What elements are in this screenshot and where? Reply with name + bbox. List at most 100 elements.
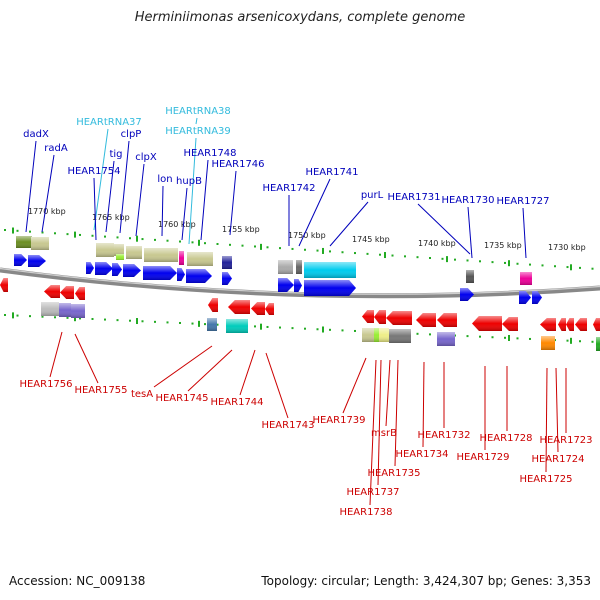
tick-major [322,247,324,254]
gene-arrow-reverse-shade [540,318,556,331]
tick-dot [529,337,531,340]
tick-major [12,312,14,319]
gene-label[interactable]: msrB [371,428,397,439]
gene-label[interactable]: HEAR1735 [367,468,420,479]
gene-label[interactable]: HEAR1725 [519,474,572,485]
gene-label[interactable]: tesA [131,389,153,400]
gene-label[interactable]: HEAR1727 [496,196,549,207]
callout-line [522,207,527,259]
tick-major [74,231,76,238]
feature-box-shade [126,246,142,259]
callout-line [187,349,233,392]
gene-label[interactable]: HEAR1729 [456,452,509,463]
gene-arrow-forward-shade [460,288,474,301]
gene-label[interactable]: clpX [135,152,157,163]
tick-dot [316,328,319,331]
gene-label[interactable]: HEAR1732 [417,430,470,441]
tick-dot [66,316,69,319]
gene-label[interactable]: HEAR1741 [305,167,358,178]
gene-label[interactable]: HEAR1724 [531,454,584,465]
gene-arrow-forward-shade [294,279,302,292]
gene-label[interactable]: HEAR1754 [67,166,120,177]
gene-label[interactable]: HEARtRNA38 [165,106,231,117]
gene-label[interactable]: HEAR1728 [479,433,532,444]
tick-dot [104,318,106,321]
gene-arrow-reverse-shade [437,313,457,327]
gene-label[interactable]: hupB [176,176,202,187]
gene-label[interactable]: HEAR1738 [339,507,392,518]
callout-line [93,128,109,231]
callout-line [195,117,198,125]
gene-label[interactable]: HEAR1756 [19,379,72,390]
callout-line [422,361,425,448]
scale-label: 1740 kbp [418,239,456,248]
gene-label[interactable]: HEARtRNA39 [165,126,231,137]
gene-label[interactable]: HEAR1748 [183,148,236,159]
callout-line [25,140,37,233]
tick-dot [429,256,431,259]
tick-dot [41,231,44,234]
tick-dot [404,255,406,258]
callout-line [74,333,99,384]
gene-arrow-reverse-shade [566,318,574,331]
tick-dot [179,240,181,243]
tick-dot [204,242,206,245]
feature-box-shade [114,244,124,256]
gene-label[interactable]: HEAR1739 [312,415,365,426]
gene-label[interactable]: HEAR1746 [211,159,264,170]
gene-label[interactable]: dadX [23,129,49,140]
gene-label[interactable]: tig [109,149,122,160]
gene-label[interactable]: radA [44,143,68,154]
tick-dot [466,259,469,262]
tick-dot [466,335,469,338]
tick-dot [566,266,569,269]
gene-label[interactable]: HEAR1743 [261,420,314,431]
gene-arrow-forward-shade [95,262,113,275]
tick-dot [354,329,356,332]
tick-dot [66,233,69,236]
tick-dot [491,336,494,339]
gene-arrow-reverse-shade [416,313,436,327]
gene-arrow-reverse-shade [472,316,502,331]
gene-arrow-reverse-shade [558,318,566,331]
gene-label[interactable]: purL [361,190,384,201]
tick-dot [291,247,294,250]
tick-major [570,337,572,344]
gene-label[interactable]: lon [157,174,172,185]
tick-dot [479,260,481,263]
gene-features [0,236,600,351]
feature-box-shade [520,272,532,285]
feature-box-shade [389,329,411,343]
gene-label[interactable]: HEAR1744 [210,397,263,408]
tick-dot [79,317,81,320]
gene-arrow-reverse-shade [0,278,8,292]
feature-box-shade [437,332,455,346]
gene-label[interactable]: HEAR1742 [262,183,315,194]
tick-dot [91,317,94,320]
gene-label[interactable]: HEAR1730 [441,195,494,206]
callout-line [417,203,471,255]
gene-label[interactable]: HEAR1723 [539,435,592,446]
tick-dot [429,333,431,336]
tick-dot [191,322,194,325]
scale-label: 1765 kbp [92,213,130,222]
callout-line [239,349,256,396]
gene-arrow-reverse-shade [593,318,600,331]
tick-dot [579,266,581,269]
gene-label[interactable]: clpP [121,129,142,140]
tick-dot [104,235,106,238]
gene-label[interactable]: HEAR1731 [387,192,440,203]
gene-label[interactable]: HEAR1734 [395,449,448,460]
scale-label: 1745 kbp [352,235,390,244]
tick-dot [141,238,144,241]
tick-dot [204,323,206,326]
gene-arrow-forward-shade [186,269,212,283]
tick-major [12,227,14,234]
tick-dot [154,238,156,241]
gene-label[interactable]: HEARtRNA37 [76,117,142,128]
tick-dot [266,325,269,328]
gene-label[interactable]: HEAR1745 [155,393,208,404]
gene-label[interactable]: HEAR1737 [346,487,399,498]
gene-label[interactable]: HEAR1755 [74,385,127,396]
